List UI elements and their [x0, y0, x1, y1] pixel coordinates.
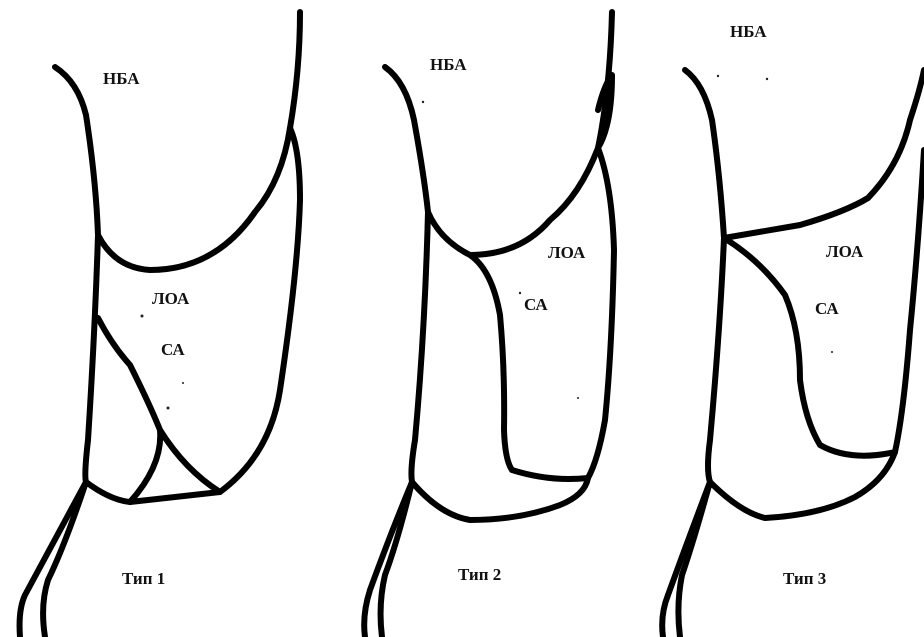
- panel2-speck: [519, 292, 521, 294]
- panel1-base: [86, 482, 220, 502]
- panel1-sa-diagonal: [98, 318, 220, 492]
- panel3-vessel-outline-left: [662, 70, 724, 637]
- panel1-speck: [141, 315, 144, 318]
- panel3-outer-vessel: [895, 150, 924, 452]
- panel3-speck: [831, 351, 833, 353]
- panel3-base: [710, 452, 895, 518]
- panel3-speck: [766, 78, 768, 80]
- panel1-loa-right: [220, 128, 300, 492]
- panel-type-3: НБА ЛОА СА Тип 3: [662, 22, 924, 637]
- panel2-speck: [422, 101, 424, 103]
- panel1-speck: [182, 382, 184, 384]
- panel1-label-loa: ЛОА: [152, 289, 190, 308]
- panel-type-1: НБА ЛОА СА Тип 1: [20, 12, 300, 637]
- panel2-base: [412, 478, 588, 520]
- panel1-label-sa: СА: [161, 340, 185, 359]
- panel-type-2: НБА ЛОА СА Тип 2: [364, 12, 614, 637]
- panel1-caption: Тип 1: [122, 569, 165, 588]
- panel3-outer-arc: [724, 70, 924, 238]
- panel3-speck: [717, 75, 719, 77]
- panel2-outer-vessel: [588, 148, 614, 478]
- panel2-label-nba: НБА: [430, 55, 467, 74]
- panel2-caption: Тип 2: [458, 565, 501, 584]
- panel1-sa-inner: [130, 430, 160, 502]
- panel2-speck: [577, 397, 579, 399]
- panel3-caption: Тип 3: [783, 569, 826, 588]
- panel2-label-loa: ЛОА: [548, 243, 586, 262]
- panel2-outer-arc: [428, 12, 612, 255]
- panel3-sa-wall: [724, 238, 895, 456]
- panel2-sa-wall: [470, 255, 588, 479]
- panel2-label-sa: СА: [524, 295, 548, 314]
- panel1-branch-lower: [43, 482, 86, 637]
- panel1-speck: [167, 407, 170, 410]
- panel1-label-nba: НБА: [103, 69, 140, 88]
- panel3-label-nba: НБА: [730, 22, 767, 41]
- panel2-branch-lower: [381, 482, 412, 637]
- panel3-label-loa: ЛОА: [826, 242, 864, 261]
- panel3-label-sa: СА: [815, 299, 839, 318]
- panel1-loa-upper: [98, 12, 300, 270]
